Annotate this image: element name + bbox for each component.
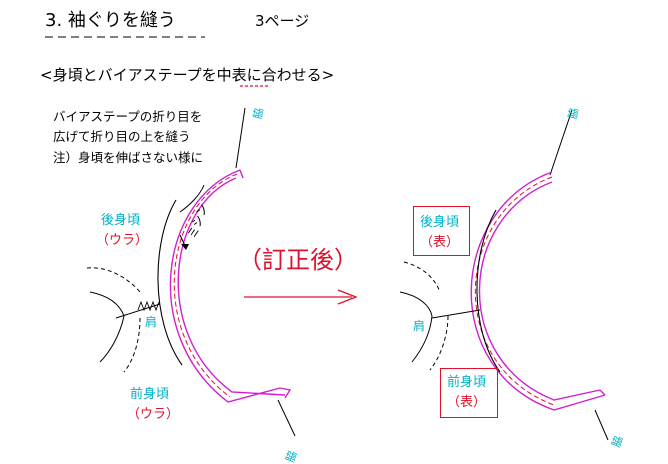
left-back-curve-dashed: [86, 267, 141, 293]
left-back-label: 後身頃: [101, 213, 141, 228]
left-tape-top-end: [239, 169, 244, 179]
left-back-curve: [89, 291, 125, 317]
right-tape-end: [599, 389, 606, 396]
left-side-label-top: 脇: [251, 106, 266, 121]
correction-caption: （訂正後）: [238, 246, 358, 274]
left-side-line-top: [235, 107, 246, 169]
right-shoulder-label: 肩: [413, 319, 426, 333]
right-armhole-edge: [476, 209, 501, 373]
note-line-1: バイアステープの折り目を: [53, 109, 203, 124]
right-side-line-top: [549, 109, 573, 176]
right-back-sub: （表）: [420, 235, 460, 250]
right-front-curve: [411, 315, 433, 363]
subtitle: <身頃とバイアステープを中表に合わせる>: [40, 66, 335, 84]
right-back-label-box: [413, 206, 470, 256]
note-line-3: 注）身頃を伸ばさない様に: [53, 150, 204, 165]
right-bias-tape-outer: [470, 171, 606, 411]
right-front-label: 前身頃: [447, 375, 487, 390]
right-front-curve-dashed: [429, 315, 449, 371]
right-side-label-top: 脇: [566, 106, 581, 121]
left-stitch-marks: [137, 300, 160, 312]
right-back-curve: [399, 291, 433, 317]
right-fold-line: [474, 176, 555, 406]
left-front-curve: [99, 315, 125, 363]
left-fold-line: [173, 173, 238, 398]
left-bias-tape-outer: [169, 169, 281, 403]
right-back-label: 後身頃: [420, 215, 460, 230]
center-arrow-head: [337, 289, 358, 305]
left-front-label: 前身頃: [130, 387, 170, 402]
left-armhole-edge: [157, 199, 183, 366]
right-front-sub: （表）: [447, 395, 487, 410]
left-shoulder-line: [115, 303, 161, 319]
right-shoulder-line: [431, 309, 481, 319]
page-label: 3ページ: [255, 12, 310, 30]
right-back-curve-dashed: [403, 261, 441, 293]
right-front-label-box: [440, 368, 498, 418]
left-front-curve-dashed: [123, 317, 141, 373]
note-line-2: 広げて折り目の上を縫う: [53, 129, 191, 144]
right-bias-tape-inner: [478, 181, 601, 401]
left-side-line-bottom: [277, 399, 296, 437]
right-side-line-bottom: [594, 409, 609, 441]
mishin-arrow-head: [181, 244, 189, 250]
left-bias-tape-inner: [177, 177, 286, 396]
note-pointer-line: [179, 184, 205, 213]
left-tape-end: [279, 387, 292, 399]
section-title: 3. 袖ぐりを縫う: [45, 10, 176, 31]
left-shoulder-label: 肩: [145, 315, 158, 329]
left-back-sub: （ウラ）: [96, 233, 149, 248]
left-front-sub: （ウラ）: [127, 407, 180, 422]
